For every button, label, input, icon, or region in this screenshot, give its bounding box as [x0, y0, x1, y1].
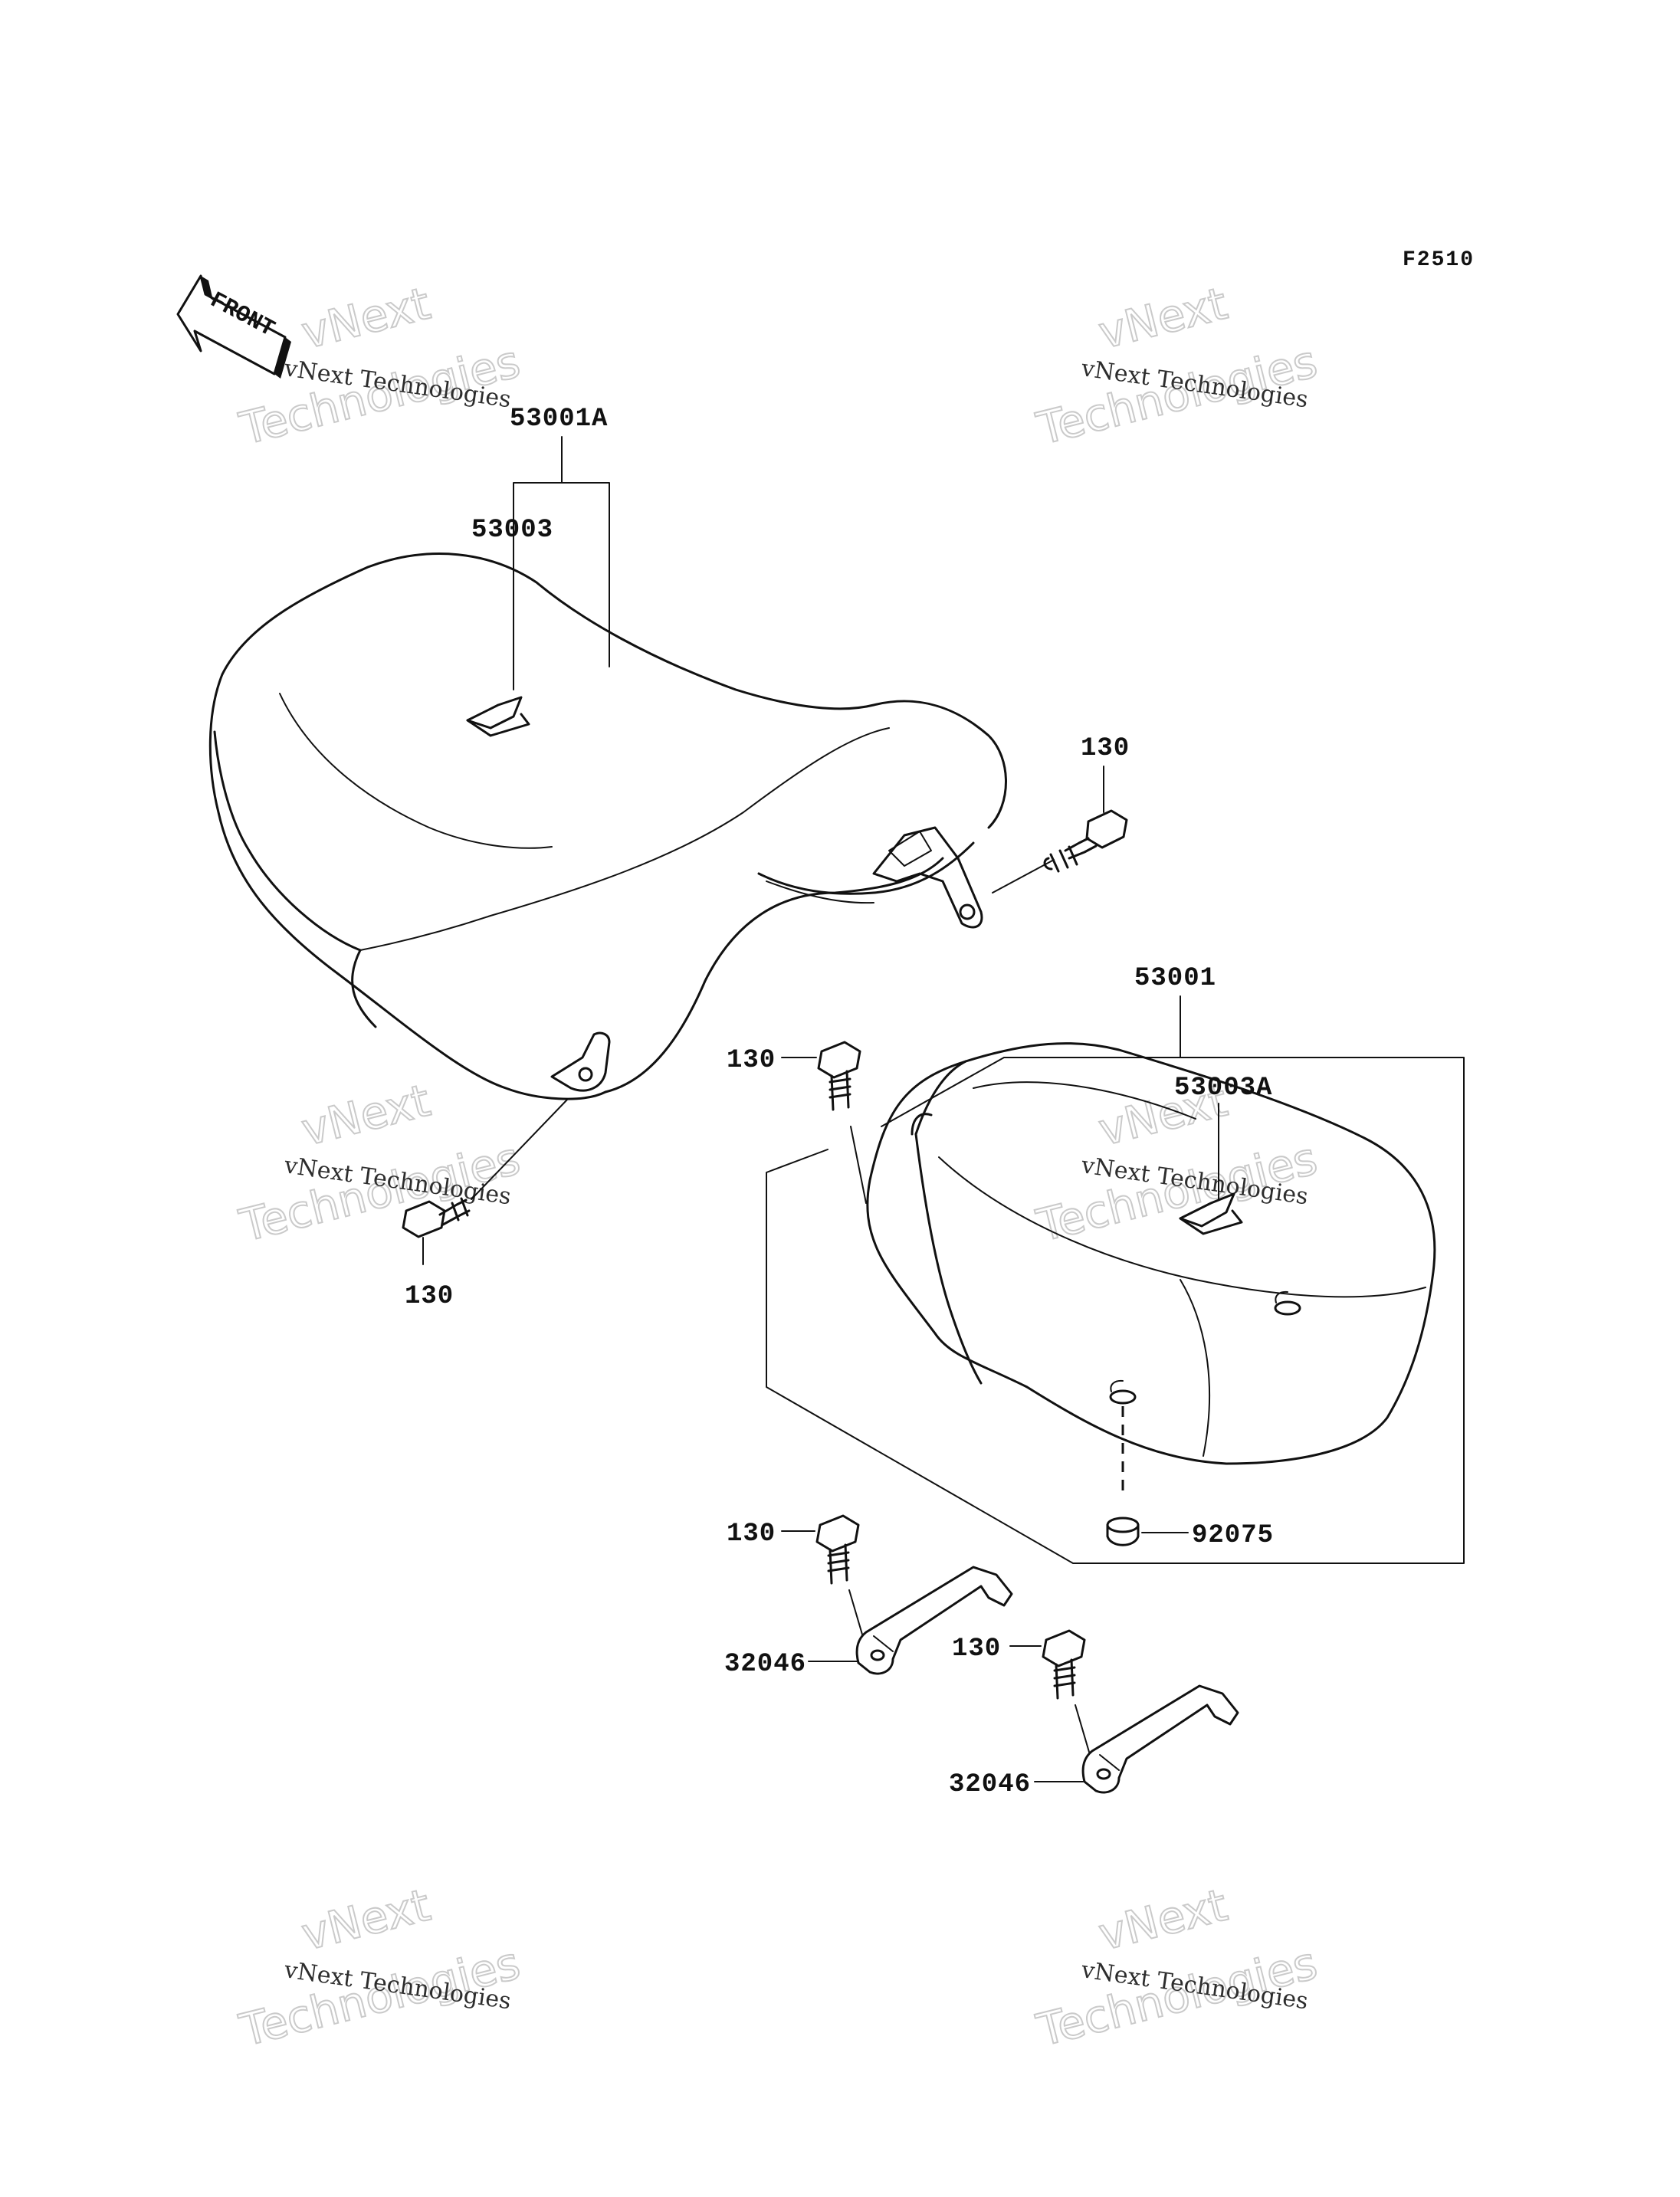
bracket-1 [855, 1566, 1013, 1675]
damper [1106, 1517, 1140, 1546]
bolt-bracket-2 [1042, 1629, 1086, 1700]
rear-seat-group-frame [766, 1057, 1465, 1564]
label-130-bottom-left: 130 [405, 1282, 454, 1311]
leader-bolt-bracket-1 [781, 1530, 869, 1656]
label-130-rear-seat: 130 [727, 1046, 776, 1075]
svg-text:vNext: vNext [297, 1074, 435, 1156]
leader-bolt-top-right [992, 766, 1104, 894]
label-32046-2: 32046 [949, 1770, 1031, 1799]
bolt-bottom-left [402, 1197, 471, 1238]
watermark-middle-left: vNext Technologies vNext Technologies [234, 1074, 526, 1253]
front-arrow-icon: FRONT [176, 274, 291, 379]
label-53001A: 53001A [510, 405, 608, 434]
watermark-top-right: vNext Technologies vNext Technologies [1031, 277, 1323, 456]
label-92075: 92075 [1192, 1521, 1274, 1550]
label-130-top-right: 130 [1081, 734, 1130, 763]
watermark-bottom-right: vNext Technologies vNext Technologies [1031, 1878, 1323, 2058]
label-32046-1: 32046 [724, 1650, 806, 1679]
figure-code: F2510 [1403, 248, 1475, 272]
bolt-top-right [1043, 809, 1128, 873]
main-seat-rear-bracket [872, 826, 983, 929]
rear-seat [866, 1042, 1436, 1465]
bracket-2 [1081, 1684, 1239, 1794]
bolt-rear-seat [817, 1041, 861, 1111]
bolt-bracket-1 [815, 1514, 860, 1585]
main-seat [208, 553, 1007, 1100]
label-53003A: 53003A [1174, 1074, 1272, 1103]
label-130-bracket-2: 130 [952, 1635, 1001, 1664]
svg-text:vNext: vNext [1094, 277, 1232, 359]
frame-top-leg [881, 1057, 1005, 1127]
leader-bolt-bottom-left [422, 1099, 568, 1265]
label-130-bracket-1: 130 [727, 1520, 776, 1549]
label-53003: 53003 [471, 516, 553, 545]
label-53001: 53001 [1134, 964, 1216, 993]
svg-text:vNext: vNext [1094, 1879, 1232, 1961]
svg-text:vNext: vNext [297, 277, 435, 359]
leader-bolt-bracket-2 [1009, 1645, 1095, 1771]
watermark-bottom-left: vNext Technologies vNext Technologies [234, 1878, 526, 2058]
main-seat-front-tab [550, 1031, 611, 1092]
svg-text:vNext: vNext [297, 1879, 435, 1961]
leader-bolt-rear-seat [781, 1057, 867, 1204]
leader-53001A [513, 436, 610, 690]
